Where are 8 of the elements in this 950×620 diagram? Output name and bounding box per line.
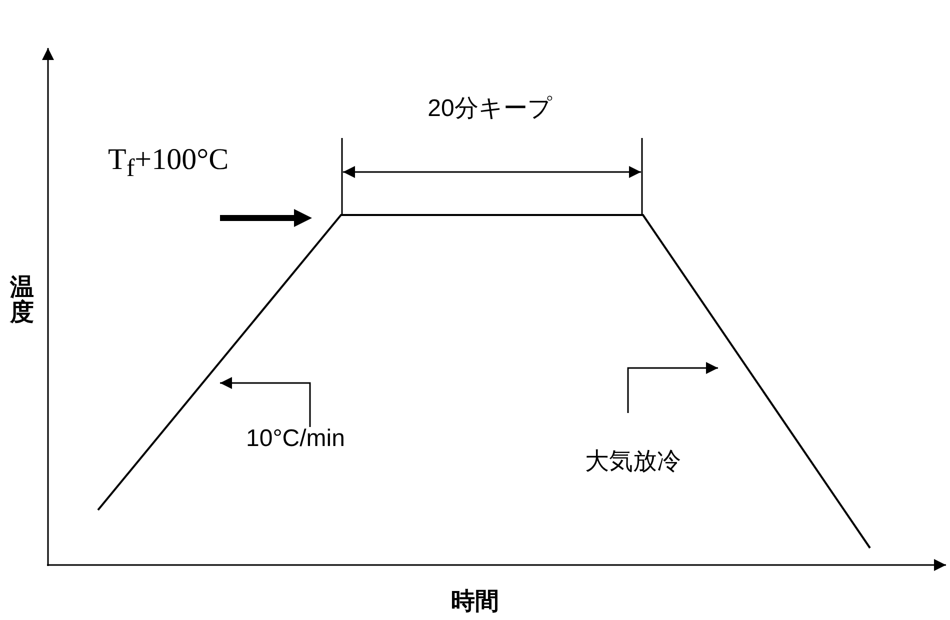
arrow xyxy=(627,362,718,413)
heating-rate-label: 10°C/min xyxy=(246,427,345,451)
axis-title: 時間 xyxy=(451,590,499,614)
axis-title: 温度 xyxy=(10,274,34,326)
dimension-label: 20分キープ xyxy=(428,97,552,121)
temperature-label: T$_{f}$+100°C xyxy=(108,145,229,181)
cooling-label: 大気放冷 xyxy=(585,450,681,474)
arrow xyxy=(220,377,311,427)
